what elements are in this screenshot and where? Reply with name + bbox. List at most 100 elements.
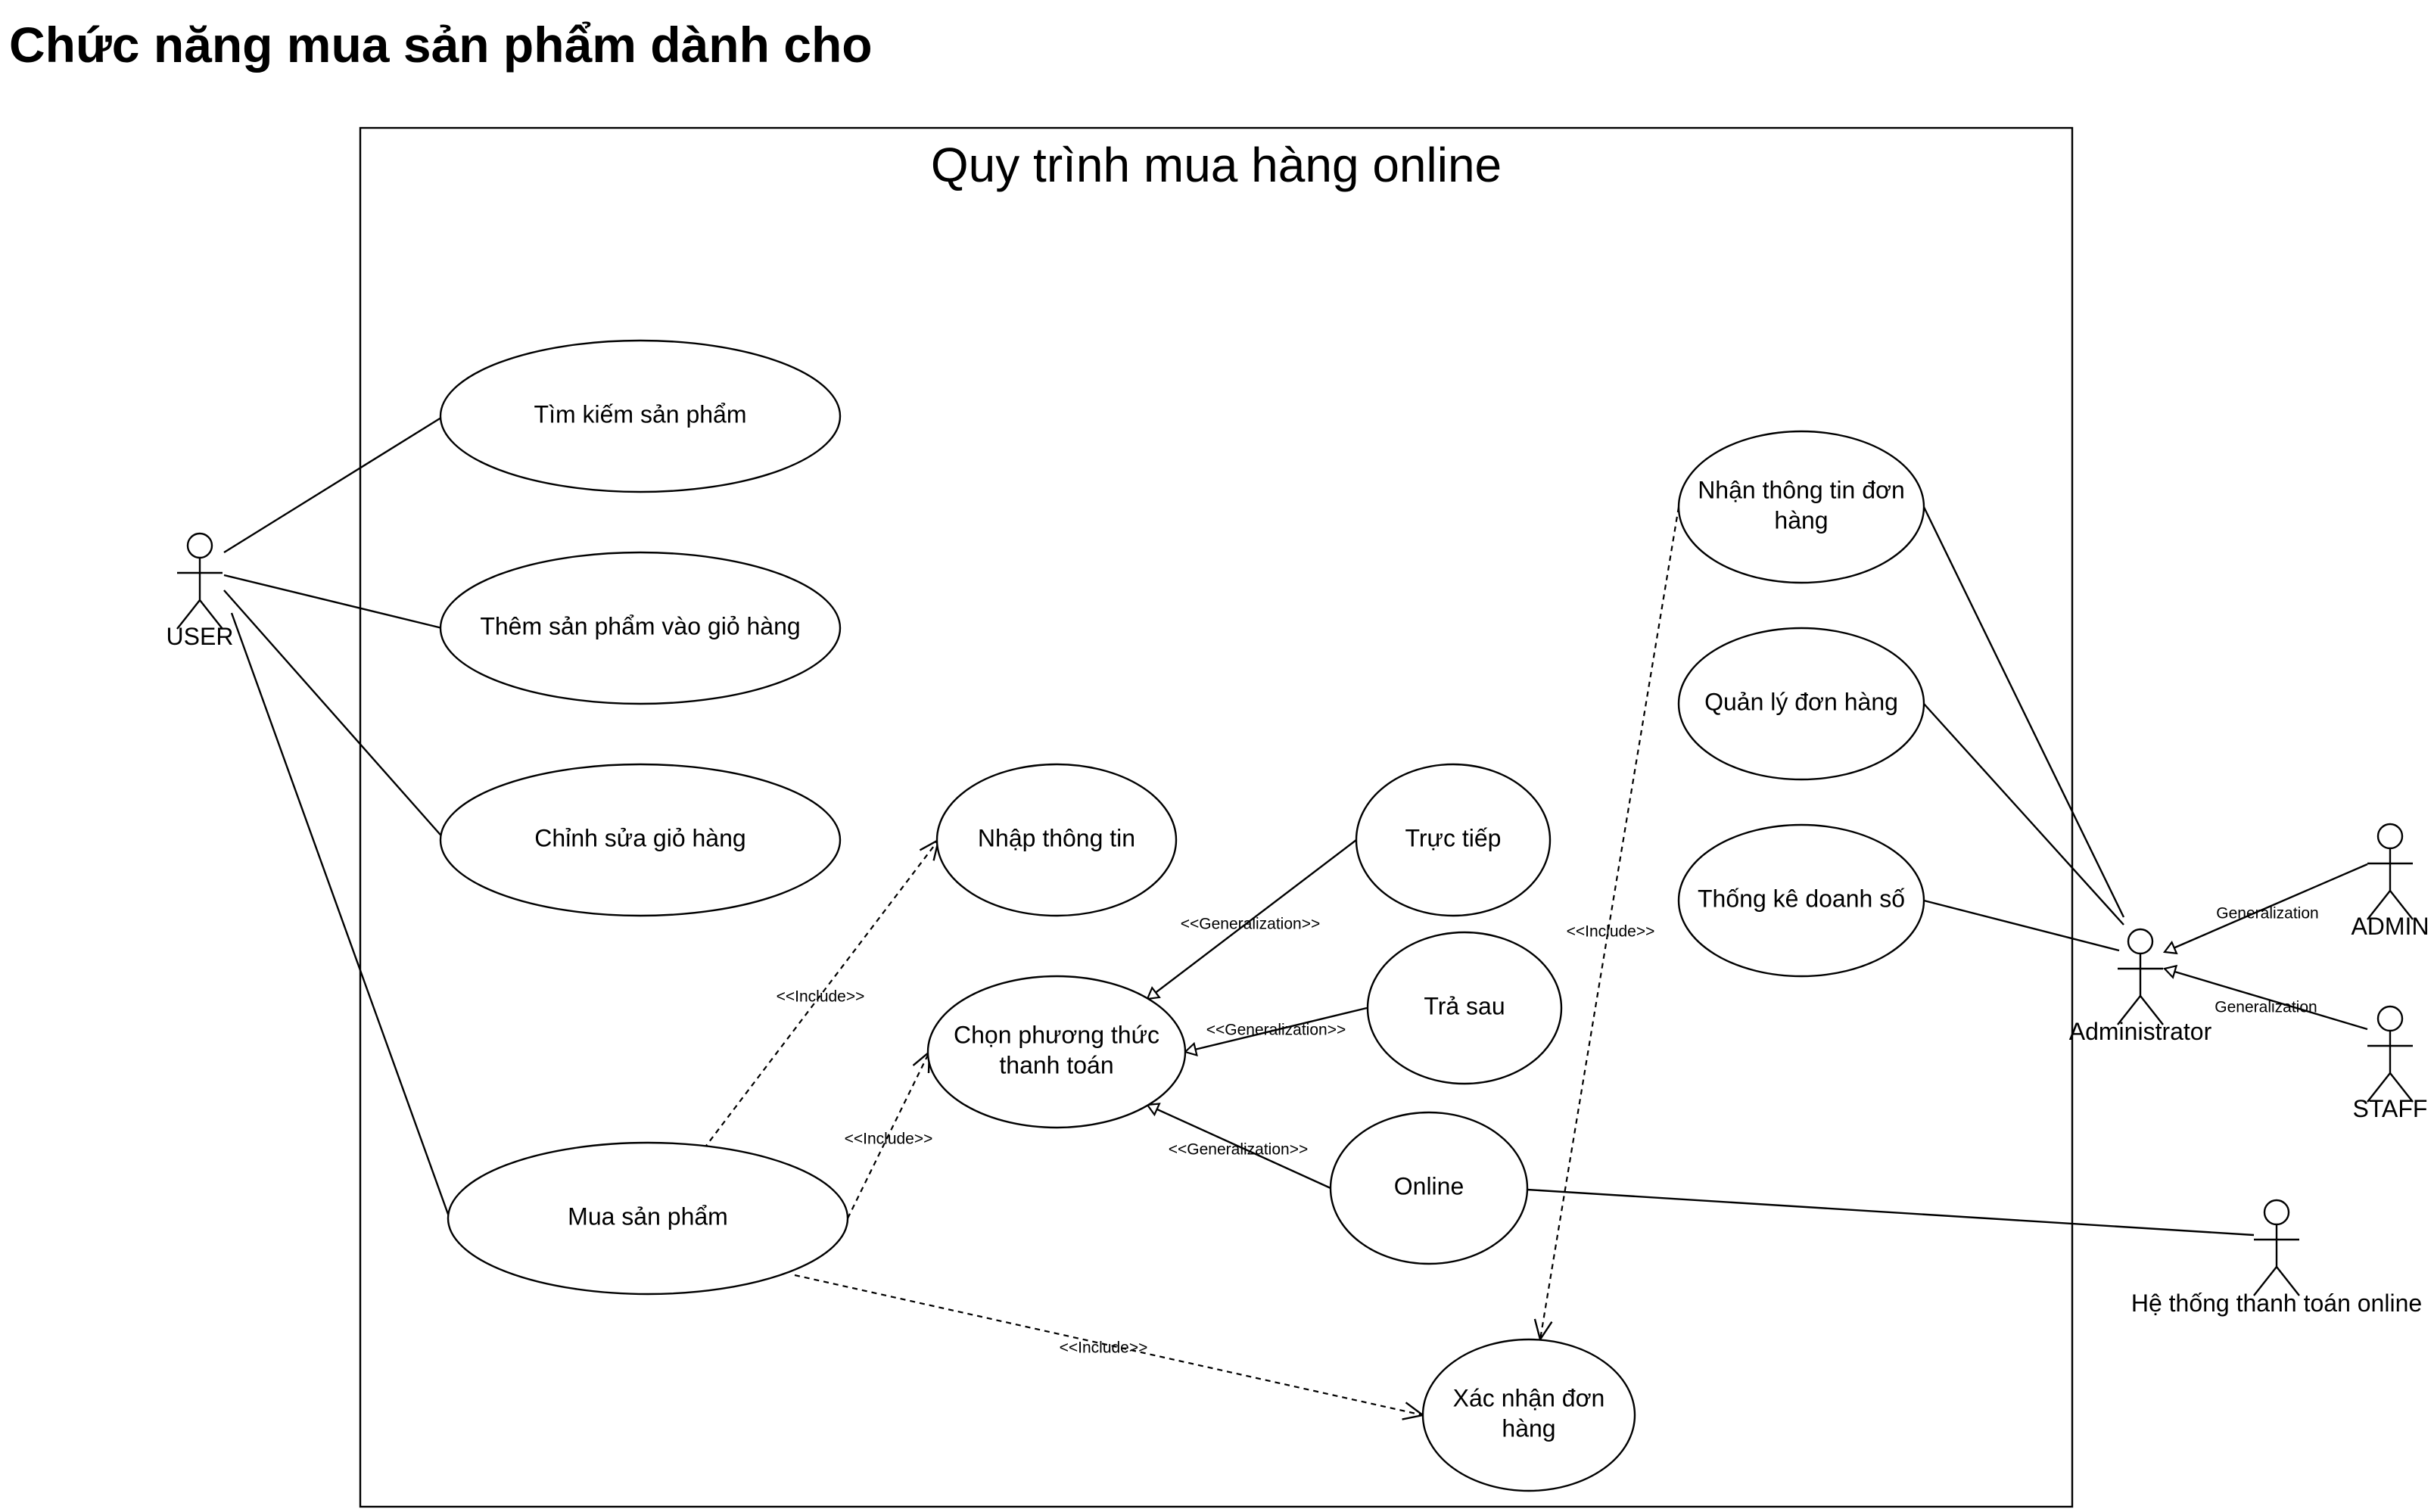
relationship-admin-thong [1923, 899, 2120, 952]
system-boundary: Quy trình mua hàng online [359, 126, 2074, 1508]
generalization-line [1184, 1006, 1368, 1053]
actor-left-leg [2253, 1266, 2277, 1296]
use-case-label: Chọn phương thức [954, 1021, 1159, 1048]
include-label: <<Include>> [1060, 1339, 1148, 1357]
relationship-mua-chon: <<Include>> [845, 1050, 933, 1219]
generalization-line [2164, 967, 2368, 1031]
actor-left-leg [176, 599, 201, 630]
association-line [1923, 703, 2124, 926]
generalization-label: <<Generalization>> [1181, 916, 1320, 933]
use-case-label: Chỉnh sửa giỏ hàng [534, 824, 745, 851]
hollow-triangle-arrowhead [2162, 964, 2178, 979]
use-case-label: hàng [1502, 1414, 1555, 1442]
hollow-triangle-arrowhead [1146, 986, 1161, 1000]
use-case-ellipse [1677, 823, 1925, 978]
relationship-tra-chon: <<Generalization>> [1183, 1006, 1368, 1057]
actor-user: USER [167, 532, 234, 650]
include-label: <<Include>> [1567, 923, 1655, 941]
use-case-xac-nhan: Xác nhận đơn hàng [1421, 1338, 1636, 1492]
relationship-nhan-xac: <<Include>> [1533, 506, 1680, 1342]
relationship-online-chon: <<Generalization>> [1145, 1103, 1331, 1190]
relationship-online-payment [1527, 1188, 2255, 1237]
use-case-ellipse [935, 763, 1178, 917]
actor-label: Administrator [2069, 1018, 2212, 1045]
actor-label: USER [167, 623, 234, 650]
use-case-chon-pt: Chọn phương thức thanh toán [926, 975, 1187, 1129]
include-label: <<Include>> [777, 988, 865, 1006]
use-case-mua: Mua sản phẩm [447, 1141, 849, 1296]
actor-staff: STAFF [2353, 1005, 2428, 1122]
system-boundary-frame [359, 126, 2074, 1508]
use-case-ellipse [1421, 1338, 1636, 1492]
use-case-ellipse [1677, 430, 1925, 584]
use-case-ellipse [1329, 1111, 1529, 1265]
include-label: <<Include>> [845, 1131, 933, 1148]
use-case-ellipse [439, 339, 842, 493]
use-case-ellipse [1366, 931, 1563, 1085]
generalization-line [1147, 839, 1357, 1000]
use-case-label: Xác nhận đơn [1453, 1384, 1605, 1411]
include-line [847, 1051, 930, 1219]
use-case-ellipse [1677, 627, 1925, 781]
relationship-admin-quan [1923, 703, 2124, 926]
generalization-label: <<Generalization>> [1206, 1022, 1346, 1039]
use-case-label: Nhận thông tin đơn [1698, 476, 1905, 503]
association-line [1923, 899, 2120, 952]
actors: USER Administrator ADMIN STAFF Hệ thống than… [167, 532, 2429, 1317]
use-case-tra-sau: Trả sau [1366, 931, 1563, 1085]
use-case-label: hàng [1774, 506, 1828, 534]
relationship-adminrole-gen: Generalization [2162, 863, 2368, 955]
generalization-label: Generalization [2215, 999, 2317, 1016]
hollow-triangle-arrowhead [1145, 1103, 1161, 1117]
use-case-nhan-tt: Nhận thông tin đơn hàng [1677, 430, 1925, 584]
use-case-ellipse [439, 763, 842, 917]
use-case-quan-ly: Quản lý đơn hàng [1677, 627, 1925, 781]
include-line [1539, 506, 1680, 1340]
actor-administrator: Administrator [2069, 928, 2212, 1045]
generalization-line [2164, 863, 2368, 954]
use-case-label: Nhập thông tin [978, 824, 1135, 851]
relationships: <<Include>> <<Include>> <<Include>> <<Inclu… [223, 415, 2368, 1420]
use-case-label: Online [1394, 1172, 1464, 1199]
relationship-admin-nhan [1922, 506, 2125, 918]
association-line [223, 574, 443, 630]
hollow-triangle-arrowhead [1183, 1041, 1198, 1057]
use-case-nhap-tt: Nhập thông tin [935, 763, 1178, 917]
relationship-truc-chon: <<Generalization>> [1146, 839, 1357, 1000]
use-case-label: Thống kê doanh số [1698, 885, 1905, 912]
actor-right-leg [2140, 995, 2164, 1025]
system-boundary-title: Quy trình mua hàng online [931, 138, 1502, 192]
actor-left-leg [2367, 1072, 2391, 1103]
page-title: Chức năng mua sản phẩm dành cho [9, 17, 873, 73]
use-case-label: Tìm kiếm sản phẩm [534, 400, 747, 428]
association-line [223, 590, 446, 841]
use-case-label: Trả sau [1424, 992, 1505, 1019]
actor-right-leg [2276, 1266, 2300, 1296]
use-case-label: Trực tiếp [1405, 824, 1502, 851]
association-line [230, 612, 451, 1219]
actor-label: ADMIN [2351, 913, 2429, 940]
use-case-ellipse [439, 551, 842, 705]
actor-label: Hệ thống thanh toán online [2131, 1290, 2422, 1317]
use-case-ellipse [1355, 763, 1552, 917]
actor-left-leg [2367, 890, 2391, 920]
use-case-label: Quản lý đơn hàng [1704, 688, 1898, 715]
use-case-ellipse [447, 1141, 849, 1296]
relationship-user-them [223, 574, 443, 630]
use-case-tim-kiem: Tìm kiếm sản phẩm [439, 339, 842, 493]
actor-left-leg [2117, 995, 2141, 1025]
use-case-label: thanh toán [999, 1051, 1113, 1078]
actor-label: STAFF [2353, 1095, 2428, 1122]
use-case-label: Thêm sản phẩm vào giỏ hàng [480, 612, 800, 639]
hollow-triangle-arrowhead [2162, 941, 2178, 955]
actor-admin: ADMIN [2351, 823, 2429, 940]
association-line [223, 415, 444, 554]
generalization-line [1147, 1103, 1331, 1190]
association-line [1922, 506, 2125, 918]
include-line [794, 1274, 1424, 1417]
association-line [1527, 1188, 2255, 1237]
use-case-ellipse [926, 975, 1187, 1129]
